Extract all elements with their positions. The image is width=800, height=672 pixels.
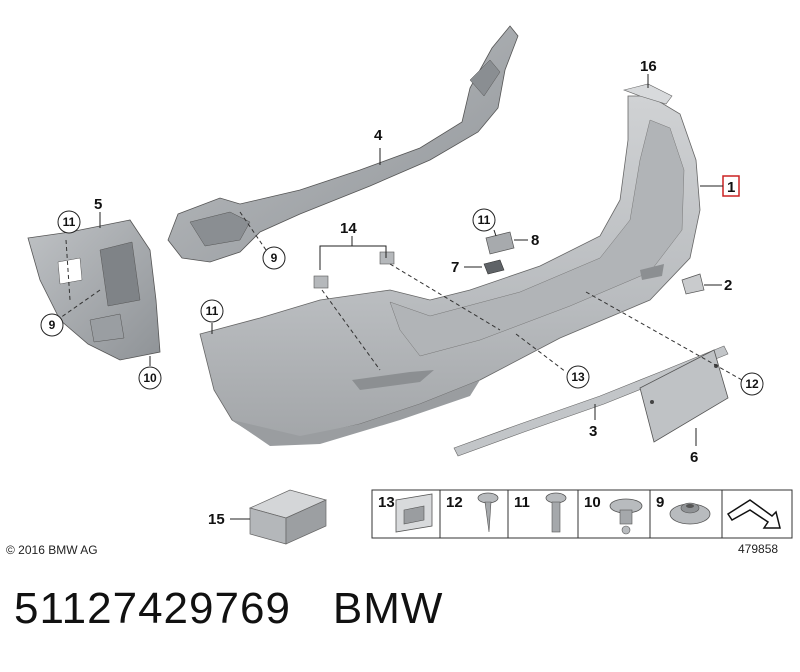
trim-strip-part: [453, 345, 729, 457]
leader-line: [319, 245, 387, 270]
box-part: [248, 489, 328, 545]
plate-panel-part: [639, 349, 729, 443]
callout-1: 1: [727, 179, 735, 196]
callout-8: 8: [531, 232, 539, 249]
circled-callout-12: 12: [740, 372, 764, 396]
legend-num-12: 12: [446, 494, 463, 511]
assembly-dashed-lines: [59, 211, 743, 381]
part-number: 51127429769: [14, 584, 291, 633]
legend-num-13: 13: [378, 494, 395, 511]
callout-7: 7: [451, 259, 459, 276]
side-bracket-part: [27, 219, 161, 361]
callout-5: 5: [94, 196, 102, 213]
screw-icon: [477, 492, 499, 533]
diagram-number: 479858: [738, 542, 778, 556]
carrier-rail-part: [167, 25, 519, 263]
callout-4: 4: [374, 127, 383, 144]
bolt-icon: [545, 492, 567, 533]
bumper-cover-part: [199, 95, 701, 446]
svg-text:9: 9: [49, 318, 56, 332]
svg-text:12: 12: [745, 377, 759, 391]
svg-text:10: 10: [143, 371, 157, 385]
callout-15: 15: [208, 511, 225, 528]
legend-num-10: 10: [584, 494, 601, 511]
legend-num-11: 11: [514, 494, 530, 511]
circled-callout-11-right: 11: [472, 208, 497, 237]
spreader-nut-icon: [609, 498, 643, 535]
small-cover-part: [681, 273, 705, 295]
svg-text:9: 9: [271, 251, 278, 265]
arrow-icon: [726, 499, 781, 529]
brand-name: BMW: [332, 584, 444, 633]
clips-part: [313, 251, 395, 289]
callout-6: 6: [690, 449, 698, 466]
svg-text:11: 11: [478, 213, 491, 227]
svg-text:13: 13: [571, 370, 585, 384]
circled-callout-10: 10: [138, 356, 162, 390]
top-trim-part: [622, 83, 673, 105]
callout-2: 2: [724, 277, 732, 294]
legend-num-9: 9: [656, 494, 664, 511]
circled-callout-11-mid: 11: [200, 299, 224, 334]
callout-3: 3: [589, 423, 597, 440]
copyright-text: © 2016 BMW AG: [6, 543, 98, 557]
callout-14: 14: [340, 220, 357, 237]
seal-part: [483, 259, 505, 275]
callout-16: 16: [640, 58, 657, 75]
clip-bracket-part: [485, 231, 515, 255]
parts-diagram: 4 5 1 16 2 3 6: [6, 25, 793, 557]
fastener-legend: 13 12 11 10 9: [371, 489, 793, 539]
circled-callout-13: 13: [566, 365, 590, 389]
clip-nut-icon: [395, 493, 433, 533]
circled-callout-9-left: 9: [40, 313, 64, 337]
washer-nut-icon: [669, 502, 711, 525]
svg-text:11: 11: [206, 304, 219, 318]
part-number-caption: 51127429769 BMW: [14, 584, 485, 634]
circled-callout-9-top: 9: [262, 246, 286, 270]
circled-callout-11-left: 11: [57, 210, 81, 234]
svg-text:11: 11: [63, 215, 76, 229]
